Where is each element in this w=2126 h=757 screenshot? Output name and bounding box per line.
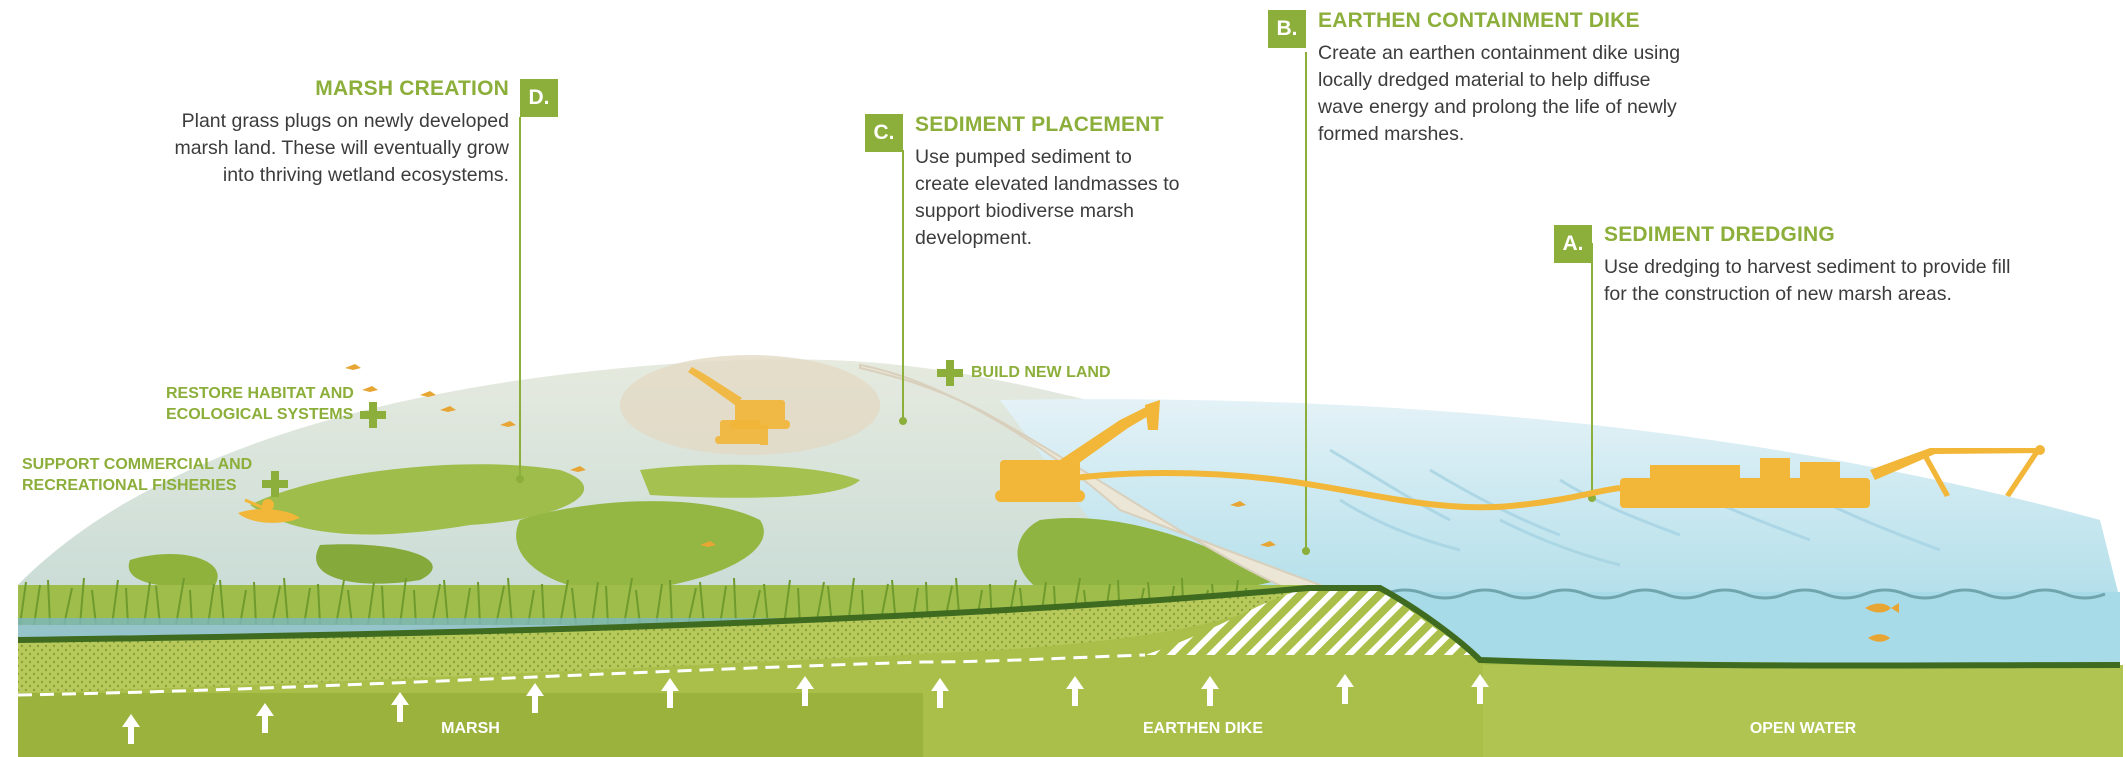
fish-icon xyxy=(1868,634,1890,642)
ground-section xyxy=(17,585,2123,757)
step-a-badge: A. xyxy=(1554,225,1592,263)
benefit-build-new-land: BUILD NEW LAND xyxy=(971,364,1111,381)
up-arrow-icon xyxy=(1471,674,1489,704)
zone-label-earthen-dike: EARTHEN DIKE xyxy=(1142,720,1263,737)
up-arrow-icons xyxy=(122,674,1489,744)
plus-icon xyxy=(937,360,963,386)
step-b-text: Create an earthen containment dike using… xyxy=(1318,42,1681,145)
plus-icon xyxy=(262,471,288,497)
excavator-icon xyxy=(995,400,1160,502)
up-arrow-icon xyxy=(796,676,814,706)
sediment-pipeline xyxy=(1034,470,1621,511)
bird-icon xyxy=(500,421,516,427)
bird-icon xyxy=(345,364,361,370)
bird-icon xyxy=(440,406,456,412)
plus-icon xyxy=(360,402,386,428)
step-b-badge: B. xyxy=(1268,10,1306,48)
kayak-icon xyxy=(238,498,300,523)
step-d-title: MARSH CREATION xyxy=(315,77,509,100)
up-arrow-icon xyxy=(122,714,140,744)
bird-icon xyxy=(570,466,586,472)
fish-icons xyxy=(1865,603,1899,642)
earthen-dike-section xyxy=(1145,588,1480,655)
open-water xyxy=(1360,592,2120,665)
bird-icon xyxy=(1230,501,1246,507)
marsh-islands xyxy=(128,464,1280,599)
step-d-badge: D. xyxy=(520,79,558,117)
step-a-text: Use dredging to harvest sediment to prov… xyxy=(1604,256,2011,305)
step-c-badge: C. xyxy=(865,114,903,152)
zone-label-marsh: MARSH xyxy=(441,720,500,737)
step-a-title: SEDIMENT DREDGING xyxy=(1604,223,1835,246)
up-arrow-icon xyxy=(256,703,274,733)
up-arrow-icon xyxy=(661,678,679,708)
fish-icon xyxy=(1865,603,1899,613)
step-c-title: SEDIMENT PLACEMENT xyxy=(915,113,1164,136)
bird-icon xyxy=(700,541,716,547)
bird-icon xyxy=(362,386,378,392)
up-arrow-icon xyxy=(526,683,544,713)
bird-icons xyxy=(345,364,1276,547)
benefit-restore-habitat: RESTORE HABITAT AND ECOLOGICAL SYSTEMS xyxy=(166,385,354,423)
step-c-text: Use pumped sediment to create elevated l… xyxy=(915,146,1180,249)
dredge-barge-icon xyxy=(1620,445,2045,508)
leader-lines xyxy=(516,52,1596,555)
up-arrow-icon xyxy=(1066,676,1084,706)
bird-icon xyxy=(420,391,436,397)
bulldozer-icon xyxy=(715,420,768,445)
bird-icon xyxy=(1260,541,1276,547)
up-arrow-icon xyxy=(1201,676,1219,706)
up-arrow-icon xyxy=(1336,674,1354,704)
benefit-support-fisheries: SUPPORT COMMERCIAL AND RECREATIONAL FISH… xyxy=(22,456,253,494)
step-d-text: Plant grass plugs on newly developed mar… xyxy=(174,110,509,186)
up-arrow-icon xyxy=(391,692,409,722)
water-surface-line xyxy=(1384,588,2106,600)
zone-label-open-water: OPEN WATER xyxy=(1749,720,1857,737)
step-b-title: EARTHEN CONTAINMENT DIKE xyxy=(1318,9,1640,32)
up-arrow-icon xyxy=(931,678,949,708)
